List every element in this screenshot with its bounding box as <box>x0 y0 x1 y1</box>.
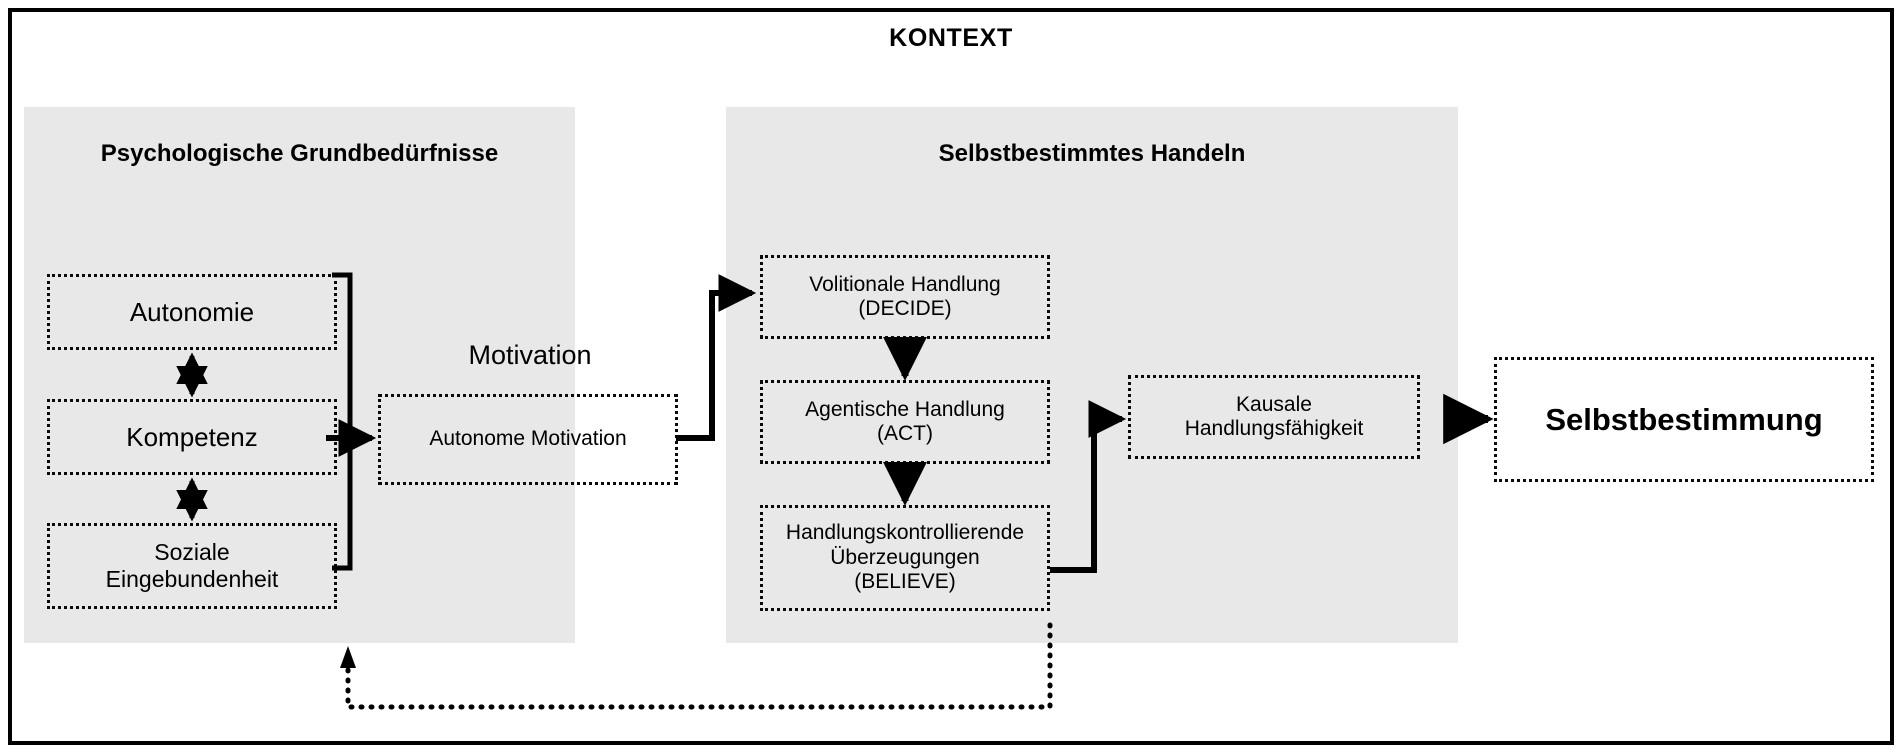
node-kompetenz-label: Kompetenz <box>126 421 258 452</box>
node-kompetenz[interactable]: Kompetenz <box>47 399 337 475</box>
panel-title-needs: Psychologische Grundbedürfnisse <box>100 140 499 167</box>
node-selbstbestimmung-label: Selbstbestimmung <box>1545 401 1823 437</box>
node-autonomie-label: Autonomie <box>129 296 255 327</box>
node-autonome-motivation[interactable]: Autonome Motivation <box>378 394 678 485</box>
node-agentische-handlung[interactable]: Agentische Handlung(ACT) <box>760 380 1050 464</box>
group-label-motivation: Motivation <box>468 340 592 370</box>
node-autonomie[interactable]: Autonomie <box>47 274 337 350</box>
node-agentische-handlung-label: Agentische Handlung(ACT) <box>805 397 1005 445</box>
node-autonome-motivation-label: Autonome Motivation <box>429 427 627 451</box>
panel-title-action: Selbstbestimmtes Handeln <box>938 140 1246 167</box>
node-volitionale-handlung[interactable]: Volitionale Handlung(DECIDE) <box>760 255 1050 339</box>
node-volitionale-handlung-label: Volitionale Handlung(DECIDE) <box>809 272 1001 320</box>
panel-psychologische-grundbeduerfnisse: Psychologische Grundbedürfnisse <box>24 107 575 643</box>
kontext-title: KONTEXT <box>889 24 1013 52</box>
node-selbstbestimmung[interactable]: Selbstbestimmung <box>1494 357 1874 482</box>
